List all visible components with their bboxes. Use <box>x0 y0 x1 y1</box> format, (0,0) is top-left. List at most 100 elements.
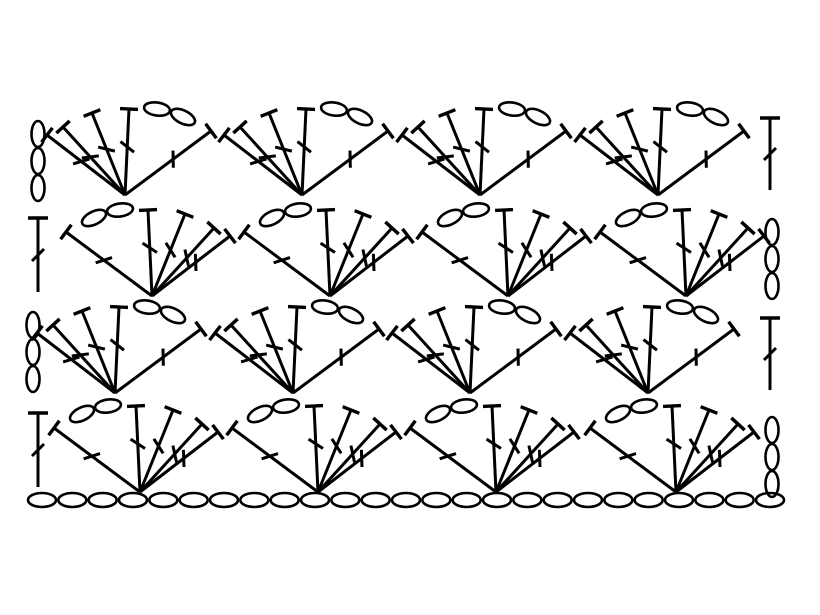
shell-stitch <box>415 202 593 298</box>
dc-top-bar <box>59 223 73 241</box>
dc-top-bar <box>385 324 399 342</box>
dc-tick <box>71 352 89 358</box>
dc-tick <box>620 343 639 351</box>
chain-stitch-icon <box>421 491 452 509</box>
double-crochet-symbol <box>578 317 650 395</box>
dc-top-bar <box>194 416 210 432</box>
chain-stitch-icon <box>68 404 96 424</box>
dc-top-bar <box>567 423 581 441</box>
dc-stem <box>223 133 303 197</box>
dc-top-bar <box>206 220 222 236</box>
double-crochet-symbol <box>469 320 563 395</box>
dc-tick <box>30 247 46 263</box>
dc-tick <box>717 449 722 468</box>
dc-top-bar <box>223 227 237 245</box>
chain-stitch-icon <box>25 310 41 340</box>
double-crochet-symbol <box>124 122 218 197</box>
dc-tick <box>614 154 632 160</box>
double-crochet-symbol <box>223 317 295 395</box>
dc-tick <box>171 445 178 463</box>
dc-tick <box>141 241 158 254</box>
chain-stitch-icon <box>633 491 664 509</box>
dc-top-bar <box>389 423 403 441</box>
dc-tick <box>359 449 364 468</box>
dc-stem <box>328 226 394 298</box>
dc-stem <box>53 426 141 494</box>
chain-stitch-icon <box>663 491 695 509</box>
double-crochet-symbol <box>251 306 295 394</box>
dc-tick <box>72 157 90 166</box>
double-crochet-symbol <box>139 423 225 494</box>
double-crochet-symbol <box>684 209 728 297</box>
chain-stitch-icon <box>258 208 286 228</box>
dc-tick <box>417 355 435 364</box>
dc-stem <box>80 310 117 394</box>
shell-stitch <box>59 202 237 298</box>
dc-top-bar <box>217 126 231 144</box>
dc-stem <box>502 209 510 297</box>
dc-tick <box>675 241 692 254</box>
chain-stitch-icon <box>764 442 780 472</box>
chain-stitch-icon <box>764 469 780 499</box>
chain-stitch-icon <box>629 398 659 414</box>
dc-top-bar <box>616 108 634 118</box>
dc-tick <box>81 154 99 160</box>
dc-tick <box>527 445 534 463</box>
turning-chain <box>25 310 41 394</box>
double-crochet-symbol <box>642 304 662 394</box>
dc-tick <box>249 157 267 166</box>
edge-double-crochet <box>28 216 48 292</box>
dc-top-bar <box>296 106 316 112</box>
chain-stitch-icon <box>246 404 274 424</box>
chain-stitch-icon <box>449 398 479 414</box>
double-crochet-symbol <box>328 220 400 298</box>
dc-top-bar <box>549 320 563 338</box>
dc-top-bar <box>401 227 415 245</box>
dc-top-bar <box>223 317 239 333</box>
dc-stem <box>468 306 476 394</box>
chain-stitch-icon <box>481 491 513 509</box>
dc-top-bar <box>559 122 573 140</box>
dc-tick <box>427 157 445 166</box>
dc-stem <box>123 108 131 196</box>
double-crochet-symbol <box>415 223 509 298</box>
double-crochet-symbol <box>150 220 222 298</box>
dc-stem <box>329 234 409 298</box>
chain-stitch-icon <box>26 491 58 509</box>
dc-stem <box>139 430 219 494</box>
double-crochet-symbol <box>583 419 677 494</box>
dc-tick <box>349 445 356 463</box>
dc-tick <box>605 157 623 166</box>
row-3 <box>30 299 741 395</box>
double-crochet-symbol <box>616 108 660 196</box>
dc-stem <box>138 422 204 494</box>
dc-top-bar <box>316 207 336 213</box>
dc-tick <box>30 442 46 458</box>
shell-stitch <box>208 299 386 395</box>
double-crochet-symbol <box>296 106 316 196</box>
dc-tick <box>261 452 279 461</box>
double-crochet-symbol <box>208 324 294 395</box>
dc-tick <box>274 145 293 153</box>
turning-chain <box>764 415 780 499</box>
dc-top-bar <box>593 223 607 241</box>
shell-stitch <box>385 299 563 395</box>
double-crochet-symbol <box>59 223 153 298</box>
chain-stitch-icon <box>30 119 46 149</box>
chain-stitch-icon <box>330 491 361 509</box>
double-crochet-symbol <box>316 207 336 297</box>
dc-tick <box>97 145 116 153</box>
dc-stem <box>267 112 304 196</box>
dc-top-bar <box>428 306 446 316</box>
double-crochet-symbol <box>237 223 331 298</box>
dc-top-bar <box>583 419 597 437</box>
dc-tick <box>665 437 682 450</box>
dc-tick <box>371 253 376 272</box>
dc-stem <box>46 133 126 197</box>
dc-top-bar <box>109 304 129 310</box>
double-crochet-symbol <box>657 122 751 197</box>
double-crochet-symbol <box>494 416 566 494</box>
dc-top-bar <box>579 227 593 245</box>
dc-stem <box>646 306 654 394</box>
double-crochet-symbol <box>150 209 194 297</box>
